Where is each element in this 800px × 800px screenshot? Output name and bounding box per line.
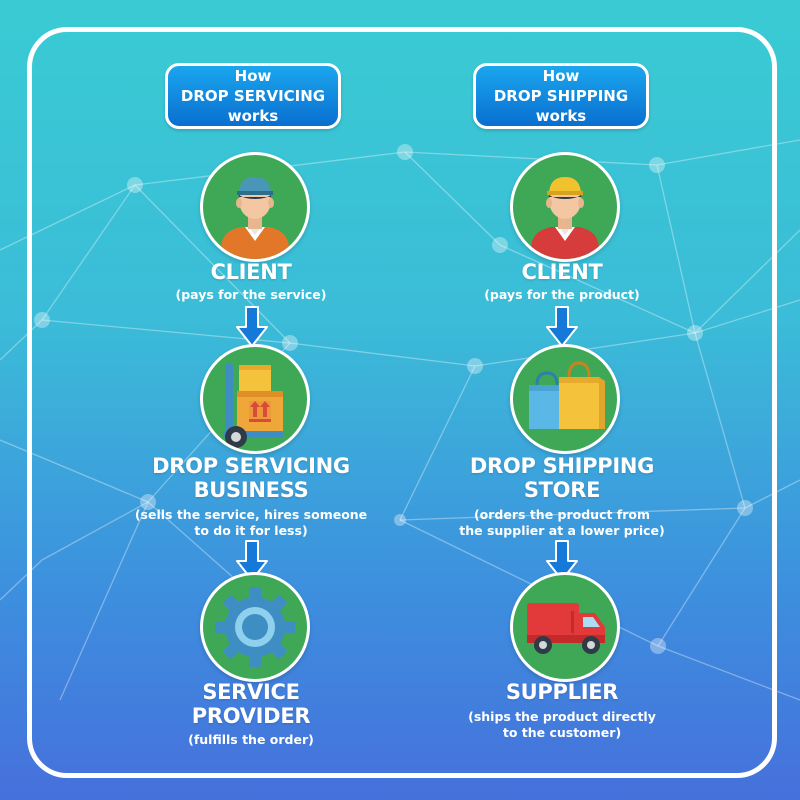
business-icon-circle — [200, 344, 310, 454]
header-line: How — [542, 67, 580, 85]
title-line: CLIENT — [521, 260, 603, 284]
desc-line: (pays for the service) — [175, 287, 327, 302]
client-icon-circle — [510, 152, 620, 262]
header-line: works — [227, 107, 279, 125]
desc-line: the supplier at a lower price) — [459, 523, 665, 538]
right-client-title: CLIENT — [412, 260, 712, 284]
hand-truck-boxes-icon — [223, 363, 283, 448]
title-line: DROP SHIPPING — [469, 454, 655, 478]
down-arrow-icon — [236, 540, 268, 581]
header-line: DROP SHIPPING — [493, 87, 629, 105]
title-line: STORE — [523, 478, 601, 502]
left-provider-desc: (fulfills the order) — [101, 732, 401, 748]
right-store-title: DROP SHIPPING STORE — [412, 454, 712, 502]
title-line: PROVIDER — [191, 704, 311, 728]
down-arrow-icon — [546, 306, 578, 347]
title-line: BUSINESS — [193, 478, 309, 502]
person-cap-icon — [221, 177, 289, 259]
person-cap-icon — [531, 177, 599, 259]
header-drop-servicing: How DROP SERVICING works — [165, 63, 341, 129]
title-line: SUPPLIER — [505, 680, 619, 704]
title-line: SERVICE — [202, 680, 300, 704]
desc-line: (orders the product from — [473, 507, 651, 522]
left-client-desc: (pays for the service) — [101, 287, 401, 303]
header-drop-shipping: How DROP SHIPPING works — [473, 63, 649, 129]
left-business-desc: (sells the service, hires someone to do … — [101, 507, 401, 539]
desc-line: (ships the product directly — [468, 709, 656, 724]
left-client-title: CLIENT — [101, 260, 401, 284]
desc-line: (fulfills the order) — [188, 732, 314, 747]
down-arrow-icon — [546, 540, 578, 581]
delivery-truck-icon — [527, 603, 605, 654]
header-line: DROP SERVICING — [180, 87, 326, 105]
right-store-desc: (orders the product from the supplier at… — [412, 507, 712, 539]
provider-icon-circle — [200, 572, 310, 682]
left-provider-title: SERVICE PROVIDER — [101, 680, 401, 728]
right-supplier-desc: (ships the product directly to the custo… — [412, 709, 712, 741]
header-line: works — [535, 107, 587, 125]
right-supplier-title: SUPPLIER — [412, 680, 712, 704]
shopping-bags-icon — [529, 361, 605, 429]
title-line: CLIENT — [210, 260, 292, 284]
desc-line: (pays for the product) — [484, 287, 640, 302]
down-arrow-icon — [236, 306, 268, 347]
desc-line: (sells the service, hires someone — [134, 507, 368, 522]
title-line: DROP SERVICING — [152, 454, 350, 478]
supplier-icon-circle — [510, 572, 620, 682]
gear-icon — [215, 587, 295, 667]
desc-line: to do it for less) — [194, 523, 308, 538]
store-icon-circle — [510, 344, 620, 454]
client-icon-circle — [200, 152, 310, 262]
right-client-desc: (pays for the product) — [412, 287, 712, 303]
rounded-frame — [27, 27, 777, 778]
header-line: How — [234, 67, 272, 85]
left-business-title: DROP SERVICING BUSINESS — [101, 454, 401, 502]
desc-line: to the customer) — [502, 725, 622, 740]
